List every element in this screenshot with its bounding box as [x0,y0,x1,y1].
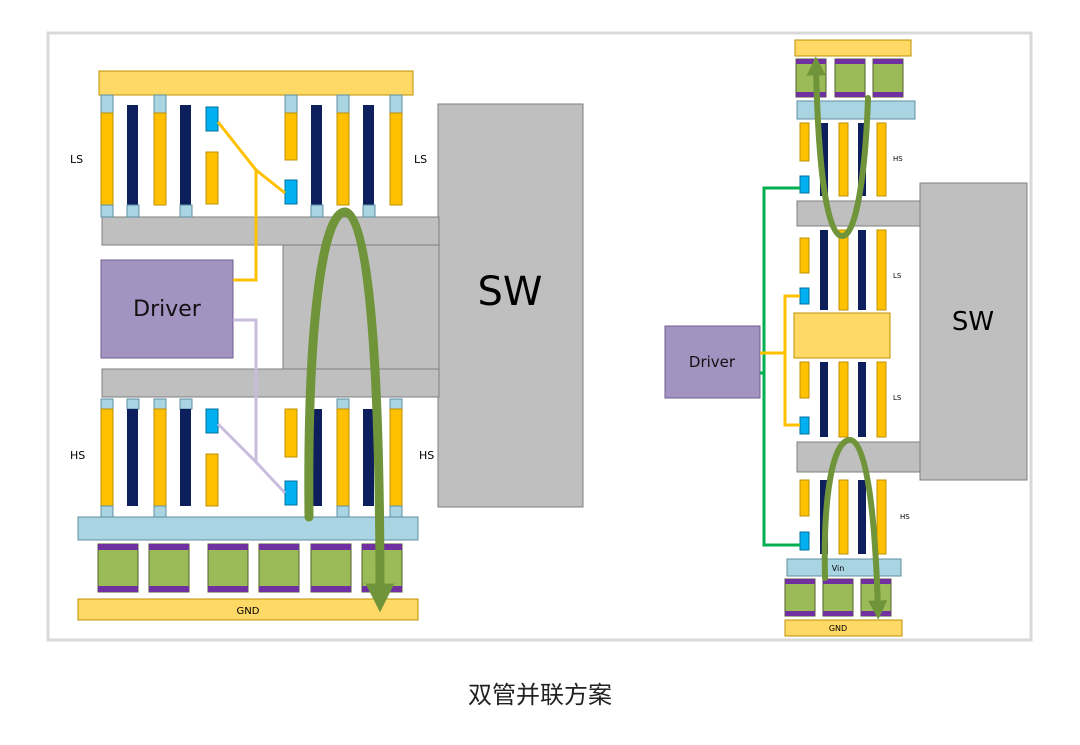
sw-plane-right [919,182,1028,481]
hs-gate-pad-right [284,480,298,506]
current-loop-arrow [304,207,395,613]
sw-bar-right-lower [796,441,921,473]
sw-label-right: SW [952,307,994,337]
hs-gate-trace-top [760,186,800,375]
driver-box [100,259,234,359]
hs-gate-trace-branch [254,460,287,495]
hs-gate-pad-left [205,408,219,434]
hs-label-left: HS [70,449,85,462]
capacitor-array [97,543,403,593]
ls-gate-trace [216,121,258,282]
hs-gate-pad-top [799,175,810,194]
ls-label-lower: LS [893,394,902,402]
top-copper-pad-right [794,39,912,57]
driver-label-right: Driver [689,353,736,371]
gnd-label: GND [237,606,260,617]
left-layout: SW [70,70,584,621]
gnd-label-right: GND [829,624,847,633]
hs-fet-array [100,398,403,518]
ls-fet-array-lower [799,361,887,438]
ls-gate-trace-lower [783,353,800,427]
mid-gnd-pad [793,312,891,359]
hs-label-top: HS [893,155,903,163]
current-loop-bottom-arrow [821,436,888,620]
vin-bar-top-right [796,100,916,120]
ls-gate-pad-left [205,106,219,132]
gnd-bar-right [784,619,903,637]
sw-label: SW [478,269,543,315]
vin-bar [77,516,419,541]
ls-gate-pad-right [284,179,298,205]
ls-label-upper: LS [893,272,902,280]
hs-label-right: HS [419,449,434,462]
top-capacitor-array [795,58,904,98]
current-loop-top-arrow [806,56,871,240]
driver-box-right [664,325,761,399]
sw-bar-upper [101,216,440,246]
hs-gate-pad-bottom [799,531,810,551]
vin-label: Vin [832,564,845,573]
hs-gate-trace [216,318,258,466]
ls-label-right: LS [414,153,427,166]
gnd-bar [77,598,419,621]
ls-label-left: LS [70,153,83,166]
right-layout: SW HS [664,39,1028,637]
ls-gate-trace-branch [255,168,286,195]
ls-fet-array-upper [799,229,887,311]
hs-gate-trace-bottom [762,373,800,547]
hs-label-bottom: HS [900,513,910,521]
ls-gate-trace-upper [760,294,800,355]
ls-gate-pad-upper [799,287,810,305]
sw-bar-lower [101,368,440,398]
top-copper-pad [98,70,414,96]
ls-fet-array [100,94,403,218]
figure-caption: 双管并联方案 [468,681,612,709]
sw-plane [437,103,584,508]
driver-label: Driver [133,297,202,322]
vin-bar-right [786,558,902,577]
ls-gate-pad-lower [799,416,810,435]
